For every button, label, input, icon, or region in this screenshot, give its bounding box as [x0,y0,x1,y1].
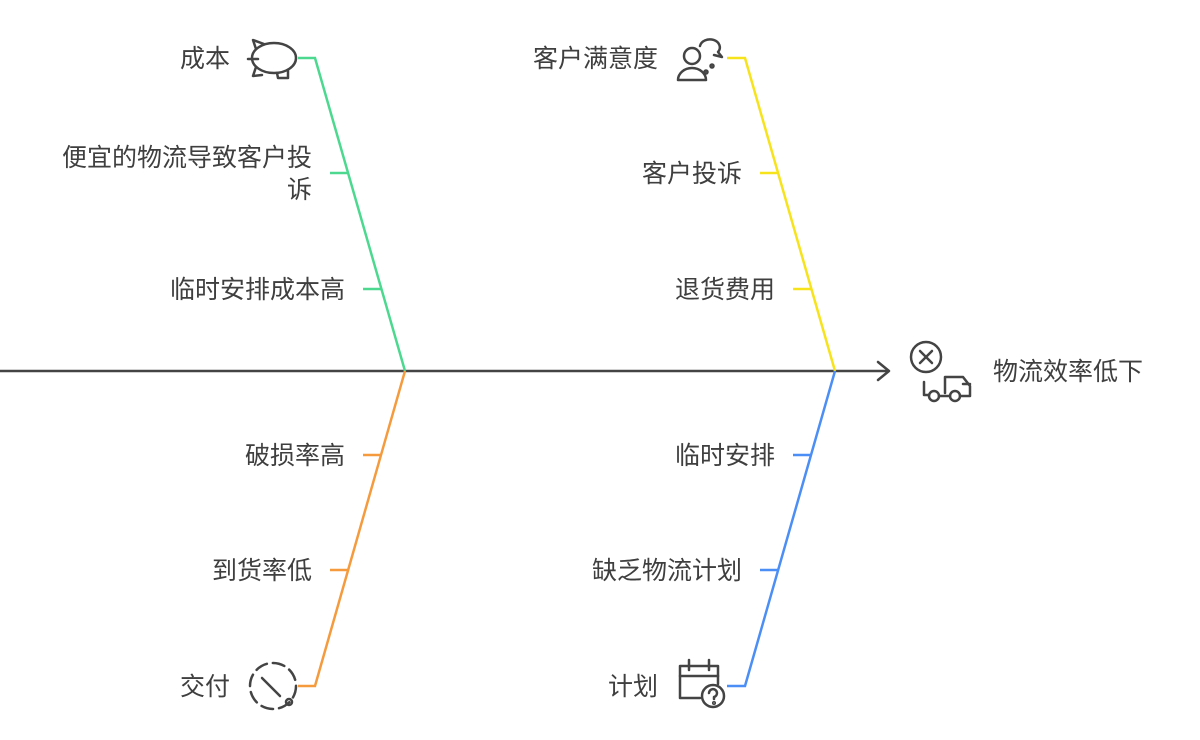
spine-arrowhead [876,360,891,382]
category-label-cost: 成本 [180,44,230,73]
cause-label: 到货率低 [212,556,312,585]
cause-label: 缺乏物流计划 [592,556,742,585]
category-label-delivery: 交付 [180,672,230,701]
effect-label: 物流效率低下 [993,357,1143,386]
cause-label: 客户投诉 [642,159,742,188]
bone-satisfaction [727,56,837,372]
bone-planning [727,370,837,688]
user-chat-icon [676,38,724,82]
cause-label: 临时安排成本高 [170,275,345,304]
cancel-truck-icon [909,340,972,403]
category-label-satisfaction: 客户满意度 [533,44,658,73]
bone-delivery [298,370,407,688]
cause-label: 退货费用 [675,275,775,304]
cause-label: 破损率高 [245,441,345,470]
bone-cost [298,56,407,372]
dashed-clock-icon [248,661,298,711]
cause-label: 诉 [287,175,312,204]
piggy-bank-icon [246,38,298,80]
calendar-question-icon [678,658,726,709]
cause-label: 便宜的物流导致客户投 [62,143,312,172]
category-label-planning: 计划 [608,672,658,701]
cause-label: 临时安排 [675,441,775,470]
